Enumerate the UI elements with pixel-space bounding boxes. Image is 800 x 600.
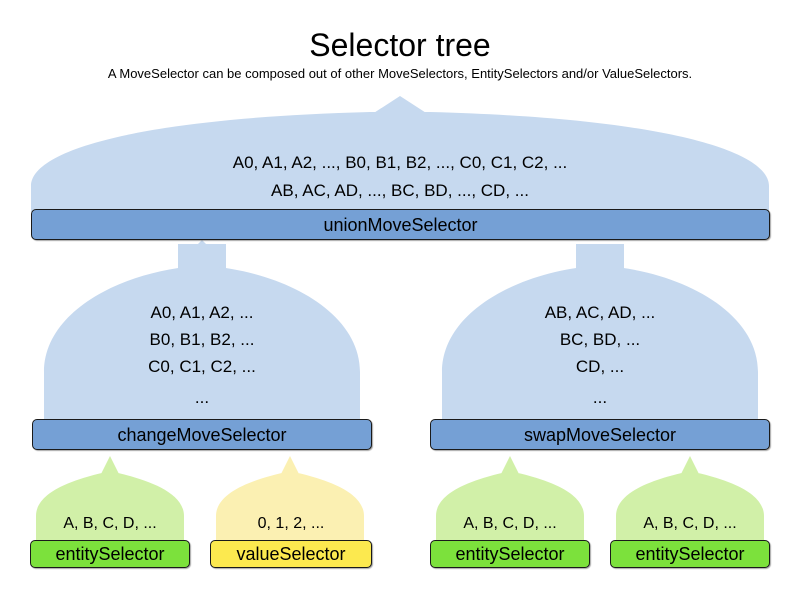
node-entity-selector-3-label: entitySelector bbox=[635, 544, 745, 564]
entity3-fan-shape bbox=[616, 456, 764, 544]
page-title: Selector tree bbox=[309, 27, 491, 63]
node-entity-selector-2[interactable]: entitySelector bbox=[430, 540, 590, 568]
node-entity-selector-1-label: entitySelector bbox=[55, 544, 165, 564]
node-swap-move-selector[interactable]: swapMoveSelector bbox=[430, 419, 770, 450]
page-subtitle: A MoveSelector can be composed out of ot… bbox=[107, 66, 693, 81]
swap-fan-shape bbox=[442, 248, 758, 422]
node-change-move-selector[interactable]: changeMoveSelector bbox=[32, 419, 372, 450]
entity1-fan-shape bbox=[36, 456, 184, 544]
node-change-move-selector-label: changeMoveSelector bbox=[117, 424, 287, 445]
node-union-move-selector[interactable]: unionMoveSelector bbox=[31, 209, 770, 240]
change-fan-shape bbox=[44, 248, 360, 422]
node-union-move-selector-label: unionMoveSelector bbox=[323, 214, 478, 235]
node-swap-move-selector-label: swapMoveSelector bbox=[523, 424, 677, 445]
node-entity-selector-2-label: entitySelector bbox=[455, 544, 565, 564]
entity2-fan-shape bbox=[436, 456, 584, 544]
union-fan-shape bbox=[31, 96, 769, 212]
value1-fan-shape bbox=[216, 456, 364, 544]
node-value-selector-1[interactable]: valueSelector bbox=[210, 540, 372, 568]
node-entity-selector-3[interactable]: entitySelector bbox=[610, 540, 770, 568]
node-value-selector-1-label: valueSelector bbox=[236, 544, 346, 564]
node-entity-selector-1[interactable]: entitySelector bbox=[30, 540, 190, 568]
